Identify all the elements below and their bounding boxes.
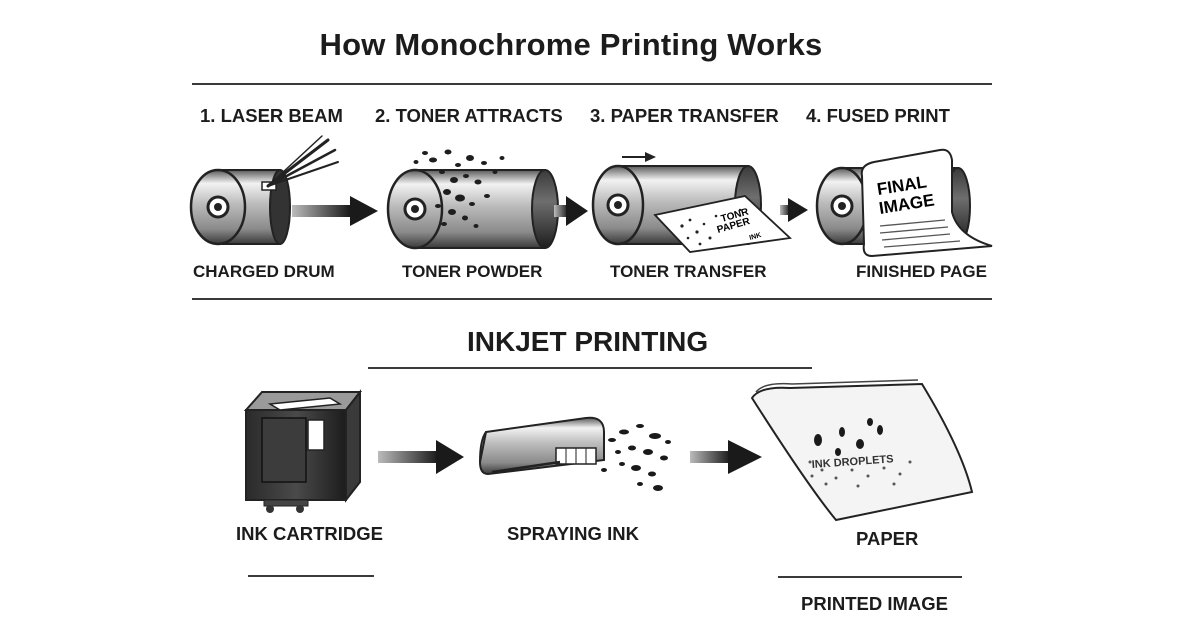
- paper-underline: [778, 576, 962, 578]
- finished-page-icon: FINAL IMAGE: [860, 148, 993, 258]
- step-2-label: 2. TONER ATTRACTS: [375, 105, 563, 126]
- step-1-caption: CHARGED DRUM: [193, 262, 335, 281]
- charged-drum-icon: [189, 168, 291, 246]
- spraying-ink-caption: SPRAYING INK: [507, 523, 639, 544]
- print-head-icon: [478, 416, 605, 476]
- printed-paper-icon: INK DROPLETS: [750, 379, 974, 522]
- step-3-label: 3. PAPER TRANSFER: [590, 105, 779, 126]
- ink-cartridge-caption: INK CARTRIDGE: [236, 523, 383, 544]
- paper-print-text: INK DROPLETS: [811, 453, 894, 471]
- arrow-icon: [780, 198, 808, 222]
- cartridge-underline: [248, 575, 374, 577]
- arrow-icon: [292, 196, 378, 226]
- step-4-label: 4. FUSED PRINT: [806, 105, 950, 126]
- ink-cartridge-icon: [243, 389, 363, 513]
- paper-caption: PAPER: [856, 528, 919, 549]
- step-4-caption: FINISHED PAGE: [856, 262, 987, 281]
- step-3-caption: TONER TRANSFER: [610, 262, 767, 281]
- ink-droplets-icon: [601, 424, 671, 491]
- arrow-icon: [554, 196, 588, 226]
- toner-drum-icon: [386, 168, 559, 250]
- title-rule: [192, 83, 992, 85]
- inkjet-title: INKJET PRINTING: [467, 326, 709, 357]
- diagram-title: How Monochrome Printing Works: [319, 27, 823, 62]
- printed-image-caption: PRINTED IMAGE: [801, 593, 948, 614]
- laser-beam-icon: [266, 135, 339, 188]
- transfer-paper-icon: TONR PAPER INK: [653, 195, 792, 253]
- step-2-caption: TONER POWDER: [402, 262, 543, 281]
- toner-particles-icon: [413, 149, 505, 228]
- arrow-icon: [690, 440, 762, 474]
- paper-text-line-3: INK: [749, 232, 763, 242]
- arrow-icon: [378, 440, 464, 474]
- step-1-label: 1. LASER BEAM: [200, 105, 343, 126]
- inkjet-title-rule: [368, 367, 812, 369]
- laser-bottom-rule: [192, 298, 992, 300]
